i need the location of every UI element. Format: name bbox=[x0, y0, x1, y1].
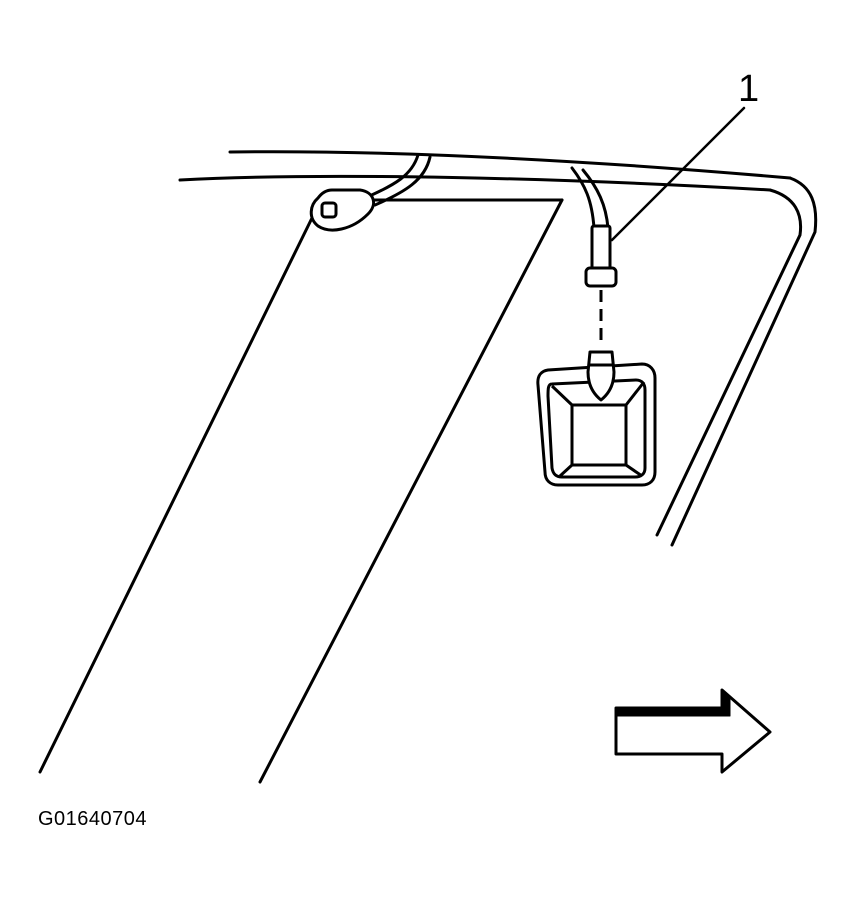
lamp-bezel-corner-bl bbox=[558, 463, 574, 478]
clip-body bbox=[309, 188, 376, 232]
lamp-bezel-corner-tr bbox=[624, 381, 646, 406]
window-frame bbox=[655, 176, 818, 547]
callout-label-1: 1 bbox=[738, 68, 760, 110]
forward-arrow-icon bbox=[614, 688, 772, 774]
pillar-trim-panel bbox=[38, 198, 564, 784]
lamp-wire-lead bbox=[570, 166, 610, 230]
connector-collar bbox=[584, 266, 618, 288]
lamp-bezel-corner-br bbox=[625, 463, 643, 478]
electrical-connector-icon bbox=[584, 224, 618, 288]
courtesy-lamp-icon bbox=[536, 350, 657, 487]
connector-body bbox=[590, 224, 612, 274]
roof-edge bbox=[178, 150, 792, 192]
window-frame-inner bbox=[655, 188, 803, 537]
pillar-trim-left-edge bbox=[38, 216, 314, 774]
lamp-bezel-corner-tl bbox=[550, 384, 574, 407]
roof-edge-lower-line bbox=[178, 174, 772, 192]
callout-leader-line bbox=[610, 106, 746, 242]
harness-wire-inner bbox=[373, 155, 432, 207]
harness-wire-outer bbox=[363, 153, 420, 200]
arrow-outline bbox=[614, 688, 772, 774]
figure-identifier: G01640704 bbox=[38, 808, 148, 830]
window-frame-outer bbox=[670, 176, 818, 547]
roof-edge-upper-line bbox=[228, 150, 792, 180]
arrow-shadow-band bbox=[615, 689, 731, 717]
pillar-trim-right-edge bbox=[258, 198, 564, 784]
lamp-lens bbox=[570, 403, 628, 467]
wiring-harness bbox=[363, 153, 432, 207]
lamp-wire-left bbox=[570, 166, 596, 230]
lamp-wire-right bbox=[581, 168, 610, 230]
clip-hole bbox=[320, 201, 338, 219]
wiring-clip-icon bbox=[309, 188, 376, 232]
